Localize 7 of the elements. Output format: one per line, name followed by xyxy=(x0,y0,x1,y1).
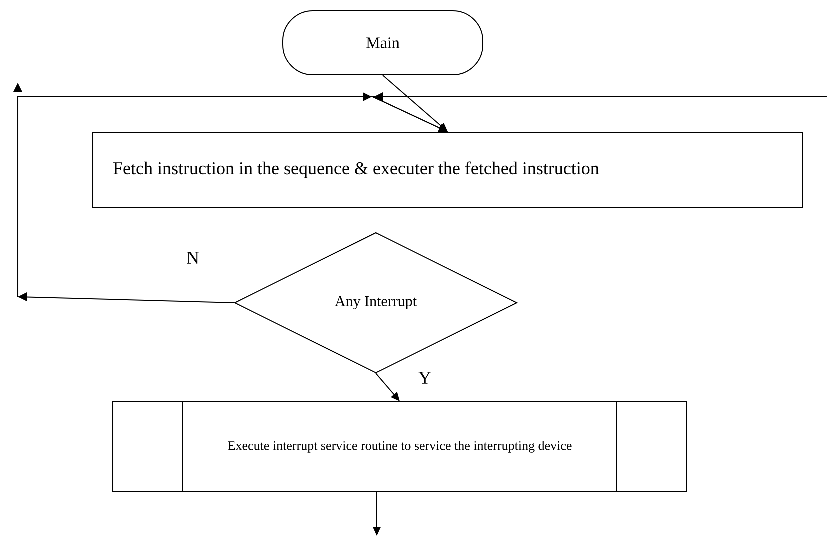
arrow xyxy=(370,92,827,132)
arrow xyxy=(376,373,400,402)
terminal-box: Main xyxy=(282,10,484,76)
subroutine-box: Execute interrupt service routine to service the interrupting device xyxy=(112,402,688,492)
edge-label: Y xyxy=(418,371,432,385)
process-box: Fetch instruction in the sequence & executer the fetched instruction xyxy=(92,132,804,208)
edge-label: N xyxy=(186,251,200,265)
